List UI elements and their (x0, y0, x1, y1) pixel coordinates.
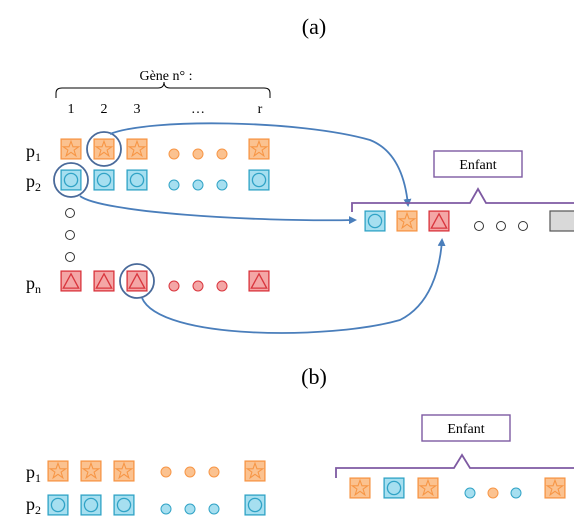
parent-row-pn: pn (26, 270, 270, 296)
parent-label-p2: p2 (26, 171, 41, 194)
ellipsis-dot (474, 221, 484, 231)
gene-star-icon (244, 460, 266, 482)
ellipsis-dot (216, 148, 228, 160)
ellipsis-dot (168, 179, 180, 191)
ellipsis-dot (510, 487, 522, 499)
parent-row-p1: p1 (26, 138, 270, 164)
gene-triangle-icon (93, 270, 115, 292)
gene-number-r: r (258, 102, 263, 117)
gene-number-3: 3 (134, 102, 141, 117)
child-bracket (335, 453, 574, 478)
child-label: Enfant (447, 422, 484, 437)
child-label-box (433, 150, 523, 178)
gene-circle-icon (248, 169, 270, 191)
gene-star-icon (544, 477, 566, 499)
ellipsis-dot (518, 221, 528, 231)
parent-label-pn: pn (26, 273, 41, 296)
gene-star-icon (93, 138, 115, 160)
gene-circle-icon (60, 169, 82, 191)
ellipsis-dot (192, 280, 204, 292)
parent-label-p1: p1 (26, 141, 41, 164)
ellipsis-dot (160, 503, 172, 515)
gene-circle-icon (244, 494, 266, 516)
gene-circle-icon (113, 494, 135, 516)
ellipsis-dot (216, 179, 228, 191)
selection-circle-pn-gene3 (119, 263, 155, 299)
parent-row-p2: p2 (26, 169, 270, 194)
ellipsis-dot (464, 487, 476, 499)
gene-header-title: Gène n° : (139, 69, 192, 84)
ellipsis-dot (208, 466, 220, 478)
gene-star-icon (248, 138, 270, 160)
gene-star-icon (417, 477, 439, 499)
child-label: Enfant (459, 158, 496, 173)
ellipsis-dot (168, 280, 180, 292)
arrow-p2-to-child (79, 195, 357, 225)
parent-row-b-p2: p2 (26, 494, 266, 517)
gene-number-2: 2 (101, 102, 108, 117)
parent-label-b-p2: p2 (26, 494, 41, 517)
gene-star-icon (396, 210, 418, 232)
ellipsis-dot (192, 179, 204, 191)
gene-number-1: 1 (68, 102, 75, 117)
selection-circle-p2-gene1 (53, 162, 89, 198)
ellipsis-dot (208, 503, 220, 515)
parent-label-b-p1: p1 (26, 462, 41, 485)
gene-circle-icon (93, 169, 115, 191)
crossover-arrows (79, 122, 446, 334)
selection-highlights (53, 131, 155, 299)
selection-circle-p1-gene2 (86, 131, 122, 167)
panel-b-label: (b) (301, 364, 327, 389)
gene-star-icon (113, 460, 135, 482)
gene-triangle-icon (248, 270, 270, 292)
gene-circle-icon (126, 169, 148, 191)
gene-circle-icon (383, 477, 405, 499)
gene-star-icon (60, 138, 82, 160)
child-b: Enfant (335, 414, 574, 499)
ellipsis-dot (168, 148, 180, 160)
ellipsis-dot (160, 466, 172, 478)
ellipsis-dot (184, 466, 196, 478)
panel-a-label: (a) (302, 14, 326, 39)
ellipsis-dot (184, 503, 196, 515)
ellipsis-dot (216, 280, 228, 292)
vertical-ellipsis (65, 208, 75, 262)
arrow-pn-to-child (141, 238, 446, 334)
ellipsis-dot (487, 487, 499, 499)
gene-circle-icon (364, 210, 386, 232)
child-a: Enfant (351, 150, 574, 232)
gene-star-icon (349, 477, 371, 499)
gene-circle-icon (47, 494, 69, 516)
gene-header: Gène n° : 1 2 3 … r (55, 69, 271, 117)
gene-triangle-icon (428, 210, 450, 232)
gene-triangle-icon (126, 270, 148, 292)
gene-number-ellipsis: … (191, 102, 205, 117)
gene-gray-box (549, 210, 574, 232)
ellipsis-dot (496, 221, 506, 231)
gene-star-icon (47, 460, 69, 482)
gene-triangle-icon (60, 270, 82, 292)
child-label-box (421, 414, 511, 442)
parent-row-b-p1: p1 (26, 460, 266, 485)
arrow-p1-to-child (109, 122, 412, 207)
ellipsis-dot (192, 148, 204, 160)
child-bracket (351, 187, 574, 212)
gene-star-icon (80, 460, 102, 482)
gene-circle-icon (80, 494, 102, 516)
gene-star-icon (126, 138, 148, 160)
